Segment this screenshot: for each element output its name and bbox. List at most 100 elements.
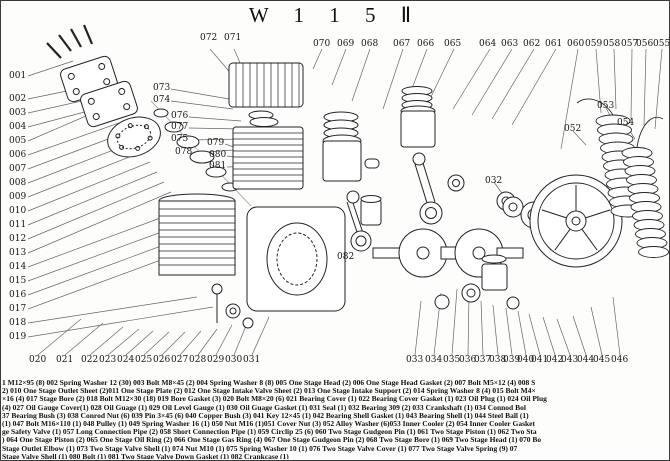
callout-063: 063 xyxy=(501,39,519,49)
callout-033: 033 xyxy=(406,355,424,365)
callout-018: 018 xyxy=(9,318,27,328)
callout-042: 042 xyxy=(546,355,564,365)
valve-plate-drawing xyxy=(107,116,161,158)
callout-070: 070 xyxy=(313,39,331,49)
callout-008: 008 xyxy=(9,178,27,188)
callout-022: 022 xyxy=(81,355,99,365)
leader-lines xyxy=(27,48,663,356)
one-stage-bore-drawing xyxy=(158,193,236,276)
callout-020: 020 xyxy=(29,355,47,365)
callout-046: 046 xyxy=(611,355,629,365)
callout-064: 064 xyxy=(479,39,497,49)
callout-077: 077 xyxy=(171,122,189,132)
callout-081: 081 xyxy=(209,161,227,171)
parts-list-line: Stage Valve Shell (1) 080 Bolt (1) 081 T… xyxy=(2,452,289,459)
callout-068: 068 xyxy=(361,39,379,49)
callout-065: 065 xyxy=(444,39,462,49)
callout-015: 015 xyxy=(9,276,27,286)
callout-029: 029 xyxy=(207,355,225,365)
callout-031: 031 xyxy=(243,355,261,365)
callout-030: 030 xyxy=(225,355,243,365)
callout-059: 059 xyxy=(585,39,603,49)
callout-007: 007 xyxy=(9,164,27,174)
parts-list-line: 2) 010 One Stage Outlet Sheet (2)011 One… xyxy=(2,387,536,396)
callout-067: 067 xyxy=(393,39,411,49)
callout-014: 014 xyxy=(9,262,27,272)
callout-011: 011 xyxy=(9,220,27,230)
callout-024: 024 xyxy=(117,355,135,365)
callout-010: 010 xyxy=(9,206,27,216)
callout-076: 076 xyxy=(171,111,189,121)
callout-044: 044 xyxy=(577,355,595,365)
two-stage-head-drawing xyxy=(228,62,304,127)
one-stage-head-drawing xyxy=(60,55,138,128)
callout-017: 017 xyxy=(9,304,27,314)
parts-list-line: 37 Bearing Bush (3) 038 Conrod Nut (6) 0… xyxy=(2,411,529,420)
callout-021: 021 xyxy=(56,355,74,365)
callout-053: 053 xyxy=(597,101,615,111)
callout-060: 060 xyxy=(567,39,585,49)
callout-061: 061 xyxy=(545,39,563,49)
callout-027: 027 xyxy=(171,355,189,365)
callout-001: 001 xyxy=(9,71,27,81)
callout-054: 054 xyxy=(617,118,635,128)
crankcase-drawing xyxy=(246,206,346,312)
callout-005: 005 xyxy=(9,136,27,146)
callout-035: 035 xyxy=(443,355,461,365)
callout-039: 039 xyxy=(503,355,521,365)
two-stage-bore-drawing xyxy=(232,126,304,190)
two-stage-piston-small-parts-drawing xyxy=(360,195,520,310)
second-piston-drawing xyxy=(400,86,436,148)
callout-006: 006 xyxy=(9,150,27,160)
inner-cooler-coils-drawing xyxy=(576,98,669,258)
parts-list-line: ) 064 One Stage Piston (2) 065 One Stage… xyxy=(2,436,542,445)
callout-043: 043 xyxy=(561,355,579,365)
callout-071: 071 xyxy=(224,33,242,43)
callout-012: 012 xyxy=(9,234,27,244)
callout-058: 058 xyxy=(603,39,621,49)
callout-080: 080 xyxy=(209,150,227,160)
pulley-drawing xyxy=(529,174,623,268)
callout-069: 069 xyxy=(337,39,355,49)
callout-002: 002 xyxy=(9,94,27,104)
parts-list-line: ge Safety Valve (1) 057 Long Connection … xyxy=(2,428,537,437)
callout-057: 057 xyxy=(621,39,639,49)
callout-036: 036 xyxy=(459,355,477,365)
callout-052: 052 xyxy=(564,124,582,134)
callout-041: 041 xyxy=(531,355,549,365)
parts-list-line: (4) 027 Oil Gauge Cover(1) 028 Oil Guage… xyxy=(2,403,526,412)
parts-list-line: 1 M12×95 (8) 002 Spring Washer 12 (30) 0… xyxy=(2,379,536,387)
callout-025: 025 xyxy=(135,355,153,365)
parts-list-line: ×16 (4) 017 Stage Bore (2) 018 Bolt M12×… xyxy=(2,395,547,404)
page-title: W 1 1 5 Ⅱ xyxy=(248,3,422,27)
callout-079: 079 xyxy=(207,138,225,148)
callout-038: 038 xyxy=(489,355,507,365)
parts-list: 1 M12×95 (8) 002 Spring Washer 12 (30) 0… xyxy=(2,379,668,459)
oil-gauge-drawing xyxy=(211,283,254,329)
callout-037: 037 xyxy=(474,355,492,365)
parts-list-line: (1) 047 Bolt M16×110 (1) 048 Pulley (1) … xyxy=(2,420,536,429)
callout-023: 023 xyxy=(99,355,117,365)
callout-055: 055 xyxy=(653,39,670,49)
callout-082: 082 xyxy=(337,252,355,262)
callout-004: 004 xyxy=(9,122,27,132)
callout-016: 016 xyxy=(9,290,27,300)
callout-056: 056 xyxy=(636,39,654,49)
callout-034: 034 xyxy=(425,355,443,365)
callout-072: 072 xyxy=(200,33,218,43)
connecting-rods-drawing xyxy=(346,152,443,252)
callout-009: 009 xyxy=(9,192,27,202)
callout-003: 003 xyxy=(9,108,27,118)
callout-028: 028 xyxy=(189,355,207,365)
callout-078: 078 xyxy=(175,147,193,157)
callout-073: 073 xyxy=(153,83,171,93)
callout-032: 032 xyxy=(485,176,503,186)
callout-040: 040 xyxy=(517,355,535,365)
head-bolts-drawing xyxy=(46,24,94,59)
one-stage-piston-drawing xyxy=(322,111,380,182)
callout-013: 013 xyxy=(9,248,27,258)
callout-075: 075 xyxy=(171,134,189,144)
callout-062: 062 xyxy=(523,39,541,49)
